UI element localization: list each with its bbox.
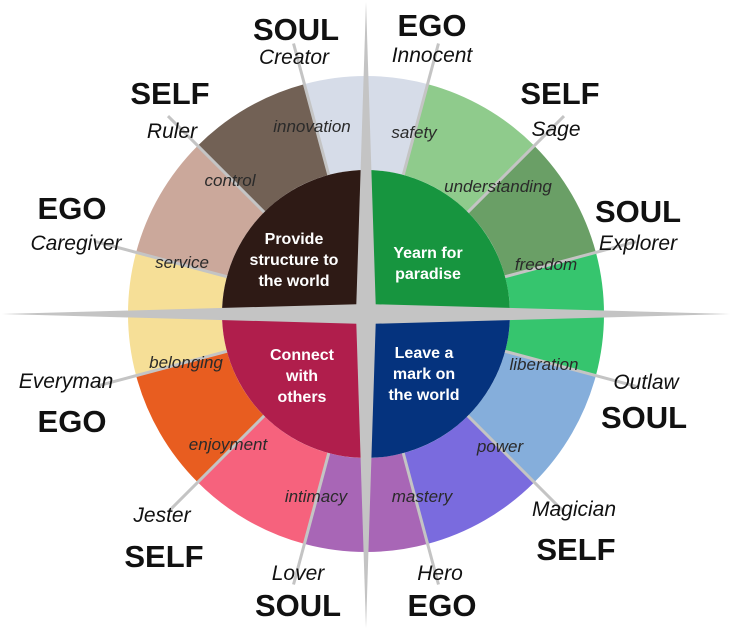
compass-arm	[2, 304, 366, 324]
core-text-line: the world	[258, 273, 329, 290]
trait-label-caregiver: service	[155, 253, 209, 272]
core-text-line: others	[278, 389, 327, 406]
trait-label-explorer: freedom	[515, 255, 577, 274]
archetype-label-sage: Sage	[531, 118, 580, 141]
trait-label-creator: innovation	[273, 117, 351, 136]
core-text-line: the world	[388, 387, 459, 404]
core-text-line: Yearn for	[393, 245, 462, 262]
divider-line	[95, 240, 228, 279]
category-label-magician: SELF	[536, 532, 615, 567]
core-text-bottom-left: Connect with others	[270, 347, 335, 406]
core-bottom-right	[366, 314, 510, 458]
segment-jester	[136, 351, 265, 483]
category-label-everyman: EGO	[38, 404, 107, 439]
trait-label-hero: mastery	[392, 487, 454, 506]
category-label-sage: SELF	[520, 76, 599, 111]
archetype-label-explorer: Explorer	[599, 232, 678, 255]
trait-label-lover: intimacy	[285, 487, 349, 506]
category-label-outlaw: SOUL	[601, 400, 687, 435]
divider-line	[504, 240, 637, 279]
core-text-top-left: Provide structure to the world	[250, 231, 339, 290]
core-top-right	[366, 170, 510, 314]
category-label-innocent: EGO	[398, 8, 467, 43]
divider-line	[401, 43, 440, 176]
core-text-line: Connect	[270, 347, 335, 364]
core-text-line: Provide	[265, 231, 324, 248]
divider-line	[166, 114, 266, 214]
archetype-label-outlaw: Outlaw	[613, 371, 680, 394]
divider-lines	[95, 43, 637, 585]
segment-magician	[403, 415, 535, 544]
divider-line	[95, 349, 228, 388]
divider-line	[466, 414, 566, 514]
archetype-label-innocent: Innocent	[392, 44, 474, 67]
category-label-hero: EGO	[408, 588, 477, 623]
core-text-line: structure to	[250, 252, 339, 269]
archetype-label-magician: Magician	[532, 498, 616, 521]
archetype-label-lover: Lover	[272, 562, 326, 585]
trait-label-outlaw: liberation	[510, 355, 579, 374]
outer-segments	[127, 76, 604, 552]
trait-label-magician: power	[476, 437, 525, 456]
archetype-label-caregiver: Caregiver	[30, 232, 122, 255]
trait-label-everyman: belonging	[149, 353, 223, 372]
compass-arm	[366, 304, 730, 324]
core-text-bottom-right: Leave a mark on the world	[388, 345, 459, 404]
archetype-label-jester: Jester	[132, 504, 191, 527]
segment-outlaw	[467, 351, 596, 483]
core-text-line: paradise	[395, 266, 461, 283]
segment-caregiver	[136, 145, 265, 277]
divider-line	[292, 452, 331, 585]
category-label-ruler: SELF	[130, 76, 209, 111]
divider-line	[401, 452, 440, 585]
category-label-explorer: SOUL	[595, 194, 681, 229]
segment-lover	[197, 415, 329, 544]
category-label-jester: SELF	[124, 539, 203, 574]
archetype-label-hero: Hero	[417, 562, 463, 585]
trait-label-jester: enjoyment	[189, 435, 269, 454]
divider-line	[466, 114, 566, 214]
trait-label-sage: understanding	[444, 177, 552, 196]
archetype-label-creator: Creator	[259, 46, 330, 69]
segment-innocent	[403, 84, 535, 213]
category-label-caregiver: EGO	[38, 191, 107, 226]
category-label-creator: SOUL	[253, 12, 339, 47]
labels: SOULCreatorinnovationSELFRulercontrolEGO…	[19, 8, 687, 623]
archetype-label-everyman: Everyman	[19, 370, 114, 393]
core-text-line: mark on	[393, 366, 455, 383]
core-bottom-left	[222, 314, 366, 458]
divider-line	[166, 414, 266, 514]
core-text-line: Leave a	[395, 345, 454, 362]
core-top-left	[222, 170, 366, 314]
divider-line	[292, 43, 331, 176]
segment-sage	[467, 145, 596, 277]
segment-ruler	[197, 84, 329, 213]
compass-arm	[356, 2, 376, 314]
compass-arm	[356, 314, 376, 628]
trait-label-innocent: safety	[391, 123, 438, 142]
inner-core	[222, 170, 510, 458]
core-text-line: with	[285, 368, 318, 385]
category-label-lover: SOUL	[255, 588, 341, 623]
divider-line	[504, 349, 637, 388]
archetype-label-ruler: Ruler	[147, 120, 198, 143]
trait-label-ruler: control	[204, 171, 256, 190]
core-text-top-right: Yearn for paradise	[393, 245, 462, 283]
